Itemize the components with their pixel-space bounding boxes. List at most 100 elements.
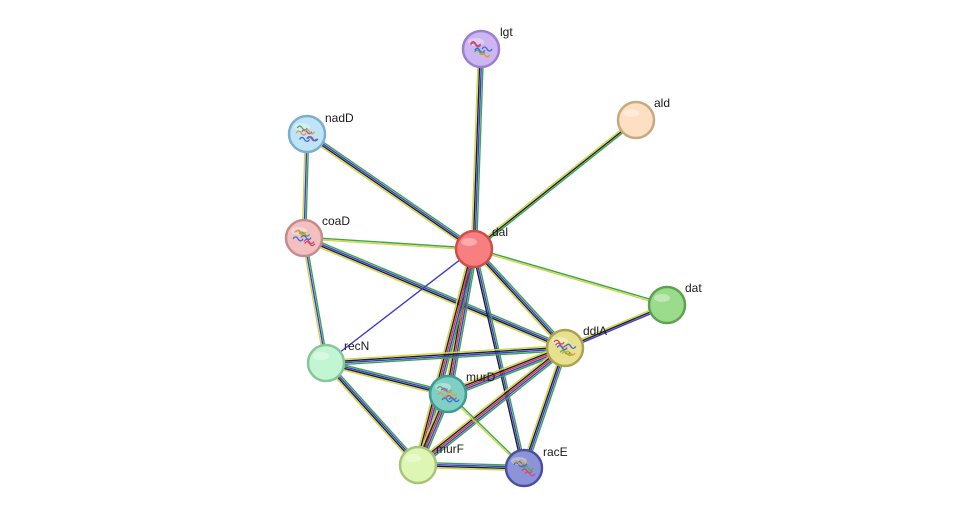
- structure-strand: [307, 136, 319, 142]
- edge-evidence-line: [418, 348, 567, 468]
- node-layer: lgt ald nadD coaD dal dat ddlA recN murD murF racE: [284, 25, 702, 488]
- node-label-dat: dat: [685, 281, 702, 295]
- edge-evidence-line: [325, 346, 566, 363]
- edge-evidence-line: [471, 250, 564, 351]
- node-gloss: [461, 238, 477, 246]
- node-ddlA[interactable]: ddlA: [545, 324, 607, 368]
- edge-evidence-line: [472, 248, 566, 350]
- node-circle[interactable]: [647, 285, 687, 325]
- edge-evidence-line: [417, 347, 566, 466]
- edge-evidence-line: [325, 361, 449, 394]
- edge-evidence-line: [470, 48, 480, 250]
- node-label-ald: ald: [654, 96, 670, 110]
- edge-evidence-line: [325, 361, 420, 466]
- node-label-coaD: coaD: [322, 214, 350, 228]
- node-nadD[interactable]: nadD: [287, 111, 354, 154]
- edge-evidence-line: [473, 248, 525, 469]
- edge-evidence-line: [324, 364, 449, 398]
- edge-evidence-line: [304, 135, 474, 252]
- edge-evidence-line: [473, 119, 637, 250]
- node-circle[interactable]: [398, 445, 438, 485]
- edge-evidence-line: [471, 248, 524, 470]
- edge-evidence-line: [303, 238, 475, 251]
- node-dat[interactable]: dat: [647, 281, 702, 325]
- node-circle[interactable]: [284, 218, 324, 258]
- node-murF[interactable]: murF: [398, 442, 464, 485]
- node-circle[interactable]: [454, 229, 494, 269]
- node-circle[interactable]: [287, 114, 327, 154]
- structure-strand: [561, 351, 573, 357]
- node-label-recN: recN: [344, 339, 369, 353]
- node-racE[interactable]: racE: [504, 445, 568, 488]
- structure-strand: [474, 47, 486, 53]
- node-label-murD: murD: [466, 370, 496, 384]
- edge-evidence-line: [450, 248, 479, 396]
- edge-evidence-line: [301, 237, 326, 364]
- edge-evidence-line: [324, 362, 419, 467]
- node-lgt[interactable]: lgt: [461, 25, 513, 69]
- edge-evidence-line: [325, 349, 566, 367]
- edge-evidence-line: [307, 131, 477, 248]
- edge-recN-murD: [324, 359, 450, 398]
- node-circle[interactable]: [428, 374, 468, 414]
- edge-evidence-line: [472, 117, 636, 249]
- edge-ddlA-racE: [520, 346, 569, 470]
- node-dal[interactable]: dal: [454, 225, 508, 269]
- structure-strand: [292, 236, 304, 242]
- node-circle[interactable]: [545, 328, 585, 368]
- node-ald[interactable]: ald: [616, 96, 670, 140]
- node-circle[interactable]: [461, 29, 501, 69]
- edge-evidence-line: [419, 349, 568, 469]
- structure-strand: [524, 471, 536, 477]
- structure-strand: [470, 42, 482, 48]
- edge-evidence-line: [520, 346, 564, 468]
- node-label-racE: racE: [543, 445, 568, 459]
- edge-evidence-line: [303, 236, 475, 249]
- node-label-murF: murF: [436, 442, 464, 456]
- edge-evidence-line: [475, 246, 568, 347]
- node-gloss: [654, 294, 670, 302]
- node-gloss: [405, 454, 421, 462]
- edge-dal-recN: [325, 248, 475, 364]
- structure-strand: [513, 462, 525, 468]
- structure-strand: [479, 52, 491, 58]
- edge-evidence-line: [304, 237, 329, 364]
- structure-strand: [521, 468, 533, 474]
- edge-coaD-recN: [301, 237, 329, 364]
- node-circle[interactable]: [306, 343, 346, 383]
- node-murD[interactable]: murD: [428, 370, 496, 414]
- edge-evidence-line: [325, 344, 566, 362]
- edge-layer: [301, 48, 669, 472]
- edge-dal-dat: [473, 247, 668, 307]
- node-coaD[interactable]: coaD: [284, 214, 350, 258]
- edge-evidence-line: [306, 132, 476, 249]
- structure-strand: [448, 396, 460, 403]
- protein-structure-icon: [292, 229, 316, 247]
- edge-coaD-dal: [303, 236, 475, 251]
- structure-strand: [522, 465, 534, 471]
- edge-evidence-line: [474, 247, 527, 469]
- structure-strand: [446, 390, 458, 397]
- protein-structure-icon: [436, 385, 460, 403]
- edge-evidence-line: [473, 247, 567, 349]
- edge-evidence-line: [524, 347, 567, 469]
- node-gloss: [623, 109, 639, 117]
- edge-evidence-line: [416, 345, 565, 465]
- node-label-nadD: nadD: [325, 111, 354, 125]
- node-circle[interactable]: [616, 100, 656, 140]
- node-label-dal: dal: [492, 225, 508, 239]
- edge-evidence-line: [525, 348, 569, 470]
- edge-evidence-line: [303, 237, 327, 364]
- edge-evidence-line: [305, 134, 475, 251]
- edge-nadD-dal: [304, 131, 477, 252]
- edge-ddlA-murD: [446, 344, 567, 398]
- protein-structure-icon: [470, 41, 493, 58]
- edge-ddlA-murF: [415, 344, 568, 469]
- structure-strand: [298, 136, 311, 143]
- node-recN[interactable]: recN: [306, 339, 369, 383]
- structure-strand: [295, 130, 307, 136]
- edge-evidence-line: [302, 238, 566, 350]
- structure-strand: [304, 129, 316, 135]
- edge-evidence-line: [325, 359, 450, 393]
